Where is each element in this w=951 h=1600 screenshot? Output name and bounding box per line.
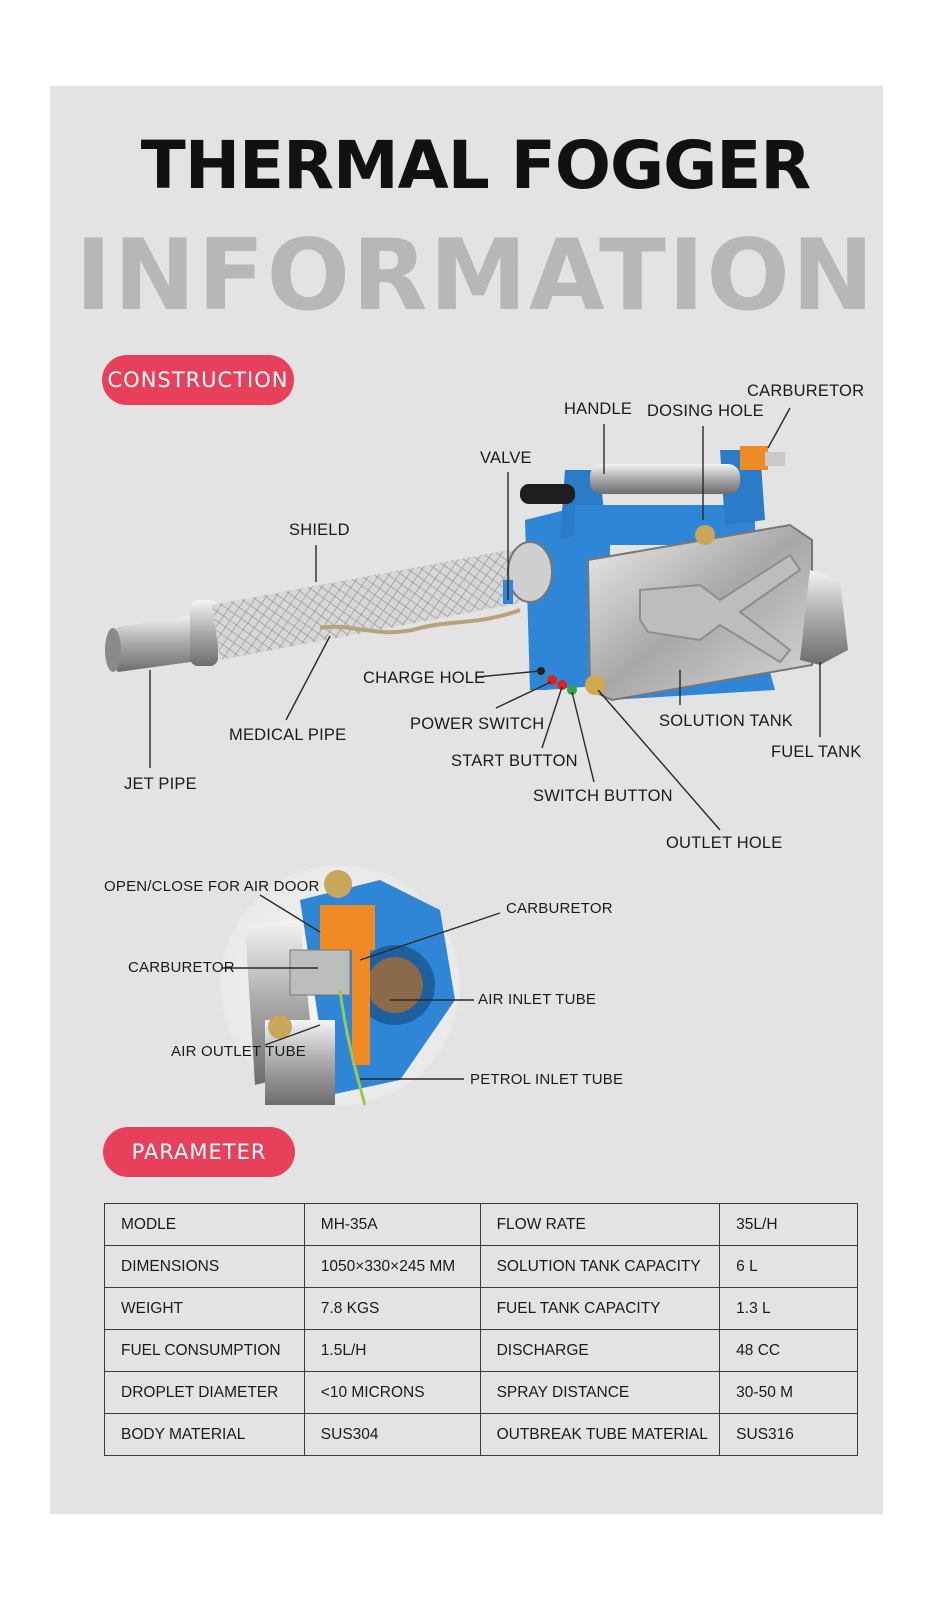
label-air-inlet-tube: AIR INLET TUBE bbox=[478, 991, 597, 1008]
label-carburetor: CARBURETOR bbox=[747, 382, 865, 400]
label-jet-pipe: JET PIPE bbox=[124, 775, 197, 793]
param-name: MODLE bbox=[104, 1203, 305, 1246]
param-name: FUEL CONSUMPTION bbox=[104, 1329, 305, 1372]
label-power-switch: POWER SWITCH bbox=[410, 715, 545, 733]
carburetor-detail-view bbox=[220, 865, 460, 1106]
param-name: FLOW RATE bbox=[479, 1203, 721, 1246]
param-value: 1.5L/H bbox=[303, 1329, 481, 1372]
label-charge-hole: CHARGE HOLE bbox=[363, 669, 486, 687]
param-value: SUS316 bbox=[719, 1413, 858, 1456]
label-shield: SHIELD bbox=[289, 521, 350, 539]
param-name: SPRAY DISTANCE bbox=[479, 1371, 721, 1414]
label-fuel-tank: FUEL TANK bbox=[771, 743, 862, 761]
param-name: DIMENSIONS bbox=[104, 1245, 305, 1288]
param-name: DROPLET DIAMETER bbox=[104, 1371, 305, 1414]
label-detail-carburetor-left: CARBURETOR bbox=[128, 959, 235, 976]
param-value: 1.3 L bbox=[719, 1287, 858, 1330]
label-air-door: OPEN/CLOSE FOR AIR DOOR bbox=[104, 878, 320, 895]
param-name: BODY MATERIAL bbox=[104, 1413, 305, 1456]
param-name: OUTBREAK TUBE MATERIAL bbox=[479, 1413, 721, 1456]
page-title: THERMAL FOGGER bbox=[140, 127, 811, 204]
label-handle: HANDLE bbox=[564, 400, 633, 418]
param-name: WEIGHT bbox=[104, 1287, 305, 1330]
label-outlet-hole: OUTLET HOLE bbox=[666, 834, 783, 852]
leader-lines bbox=[149, 407, 821, 1080]
param-value: 6 L bbox=[719, 1245, 858, 1288]
param-value: SUS304 bbox=[303, 1413, 481, 1456]
construction-section-label: CONSTRUCTION bbox=[102, 355, 294, 405]
label-valve: VALVE bbox=[480, 449, 532, 467]
param-value: 48 CC bbox=[719, 1329, 858, 1372]
param-value: MH-35A bbox=[303, 1203, 481, 1246]
param-value: 7.8 KGS bbox=[303, 1287, 481, 1330]
param-value: 1050×330×245 MM bbox=[303, 1245, 481, 1288]
param-name: DISCHARGE bbox=[479, 1329, 721, 1372]
label-detail-carburetor-right: CARBURETOR bbox=[506, 900, 613, 917]
label-medical-pipe: MEDICAL PIPE bbox=[229, 726, 347, 744]
label-switch-button: SWITCH BUTTON bbox=[533, 787, 673, 805]
label-air-outlet-tube: AIR OUTLET TUBE bbox=[171, 1043, 306, 1060]
parameter-section-label: PARAMETER bbox=[103, 1127, 295, 1177]
label-solution-tank: SOLUTION TANK bbox=[659, 712, 794, 730]
param-value: 35L/H bbox=[719, 1203, 858, 1246]
param-name: FUEL TANK CAPACITY bbox=[479, 1287, 721, 1330]
page-subtitle: INFORMATION bbox=[75, 219, 876, 333]
param-value: <10 MICRONS bbox=[303, 1371, 481, 1414]
label-start-button: START BUTTON bbox=[451, 752, 578, 770]
label-dosing-hole: DOSING HOLE bbox=[647, 402, 764, 420]
param-value: 30-50 M bbox=[719, 1371, 858, 1414]
thermal-fogger-machine bbox=[105, 446, 848, 702]
label-petrol-inlet-tube: PETROL INLET TUBE bbox=[470, 1071, 624, 1088]
param-name: SOLUTION TANK CAPACITY bbox=[479, 1245, 721, 1288]
